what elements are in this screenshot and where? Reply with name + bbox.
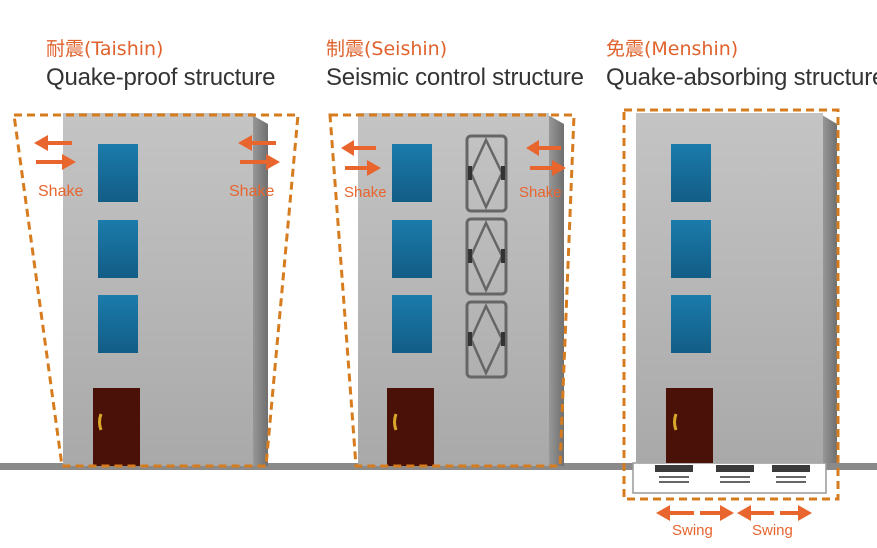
door-handle	[98, 413, 103, 431]
sway-envelope-outline	[12, 113, 300, 468]
door-handle	[673, 413, 678, 431]
damper-frame	[465, 300, 508, 379]
arrow-right-icon	[780, 505, 812, 521]
swing-label-left: Swing	[672, 522, 713, 539]
window	[98, 295, 138, 353]
building-side-wall	[548, 115, 564, 466]
window	[392, 144, 432, 202]
window	[671, 295, 711, 353]
shake-label-left: Shake	[38, 183, 83, 200]
arrow-left-icon	[341, 140, 376, 156]
building-side-wall	[822, 115, 837, 463]
arrow-left-icon	[737, 505, 774, 521]
arrow-right-icon	[240, 154, 280, 170]
panel-title-jp: 免震(Menshin)	[606, 38, 739, 60]
shake-label-right: Shake	[229, 183, 274, 200]
panel-title-en: Quake-absorbing structure	[606, 64, 877, 91]
damper-frame	[465, 217, 508, 296]
panel-title-en: Quake-proof structure	[46, 64, 276, 91]
arrow-left-icon	[238, 135, 276, 151]
door-handle	[393, 413, 398, 431]
building-body	[358, 113, 549, 466]
arrow-left-icon	[34, 135, 72, 151]
arrow-right-icon	[345, 160, 381, 176]
building-body	[63, 113, 253, 466]
panel-seishin: Shake Shake	[328, 113, 576, 468]
panel-taishin: Shake Shake	[12, 113, 300, 468]
arrow-right-icon	[700, 505, 734, 521]
arrow-right-icon	[36, 154, 76, 170]
building-side-wall	[252, 115, 268, 466]
window	[671, 220, 711, 278]
door	[666, 388, 713, 463]
base-isolator	[772, 465, 810, 483]
panel-menshin: Swing Swing	[622, 108, 840, 539]
sway-envelope-outline	[328, 113, 576, 468]
window	[671, 144, 711, 202]
arrow-right-icon	[530, 160, 566, 176]
building-body	[636, 113, 823, 463]
panel-title-jp: 制震(Seishin)	[326, 38, 448, 60]
arrow-left-icon	[656, 505, 694, 521]
panel-title-jp: 耐震(Taishin)	[46, 38, 164, 60]
window	[98, 144, 138, 202]
swing-label-right: Swing	[752, 522, 793, 539]
damper-frame	[465, 134, 508, 213]
panel-title-en: Seismic control structure	[326, 64, 584, 91]
base-isolator	[716, 465, 754, 483]
window	[98, 220, 138, 278]
shake-label-right: Shake	[519, 184, 562, 201]
window	[392, 220, 432, 278]
shake-label-left: Shake	[344, 184, 387, 201]
base-isolator	[655, 465, 693, 483]
arrow-left-icon	[526, 140, 561, 156]
window	[392, 295, 432, 353]
sway-envelope-outline	[622, 108, 840, 501]
